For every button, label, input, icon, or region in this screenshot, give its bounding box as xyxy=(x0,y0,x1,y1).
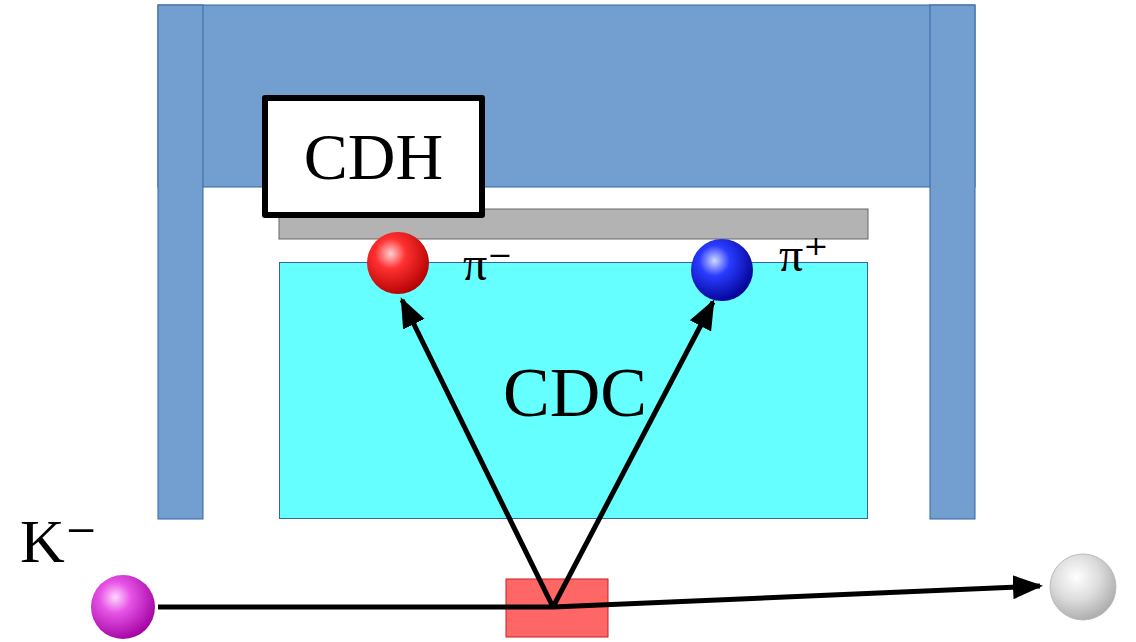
kaon-ball xyxy=(91,575,155,639)
pion-plus-ball: π⁺ xyxy=(691,239,753,301)
ball-shape xyxy=(691,239,753,301)
detector-name: CDH xyxy=(304,124,443,190)
particle-label: π⁻ xyxy=(463,240,513,288)
ball-circle xyxy=(367,232,429,294)
ball-shape xyxy=(367,232,429,294)
ball-circle xyxy=(691,239,753,301)
particle-label: K⁻ xyxy=(20,510,98,572)
detector-label-box: CDH xyxy=(262,95,485,218)
recoil-ball xyxy=(1050,554,1116,620)
kaon-label: K⁻ xyxy=(20,510,98,572)
pion-minus-ball: π⁻ xyxy=(367,232,429,294)
detector-name: CDC xyxy=(503,358,647,428)
pion-plus-arrow xyxy=(553,302,713,607)
particle-label: π⁺ xyxy=(779,231,829,279)
recoil-arrow xyxy=(553,586,1040,607)
beam-arrow xyxy=(158,605,553,610)
housing-left-leg xyxy=(158,5,203,519)
pion-minus-arrow xyxy=(402,300,553,607)
drift-chamber: CDC xyxy=(279,262,868,519)
housing-right-leg xyxy=(930,5,975,519)
